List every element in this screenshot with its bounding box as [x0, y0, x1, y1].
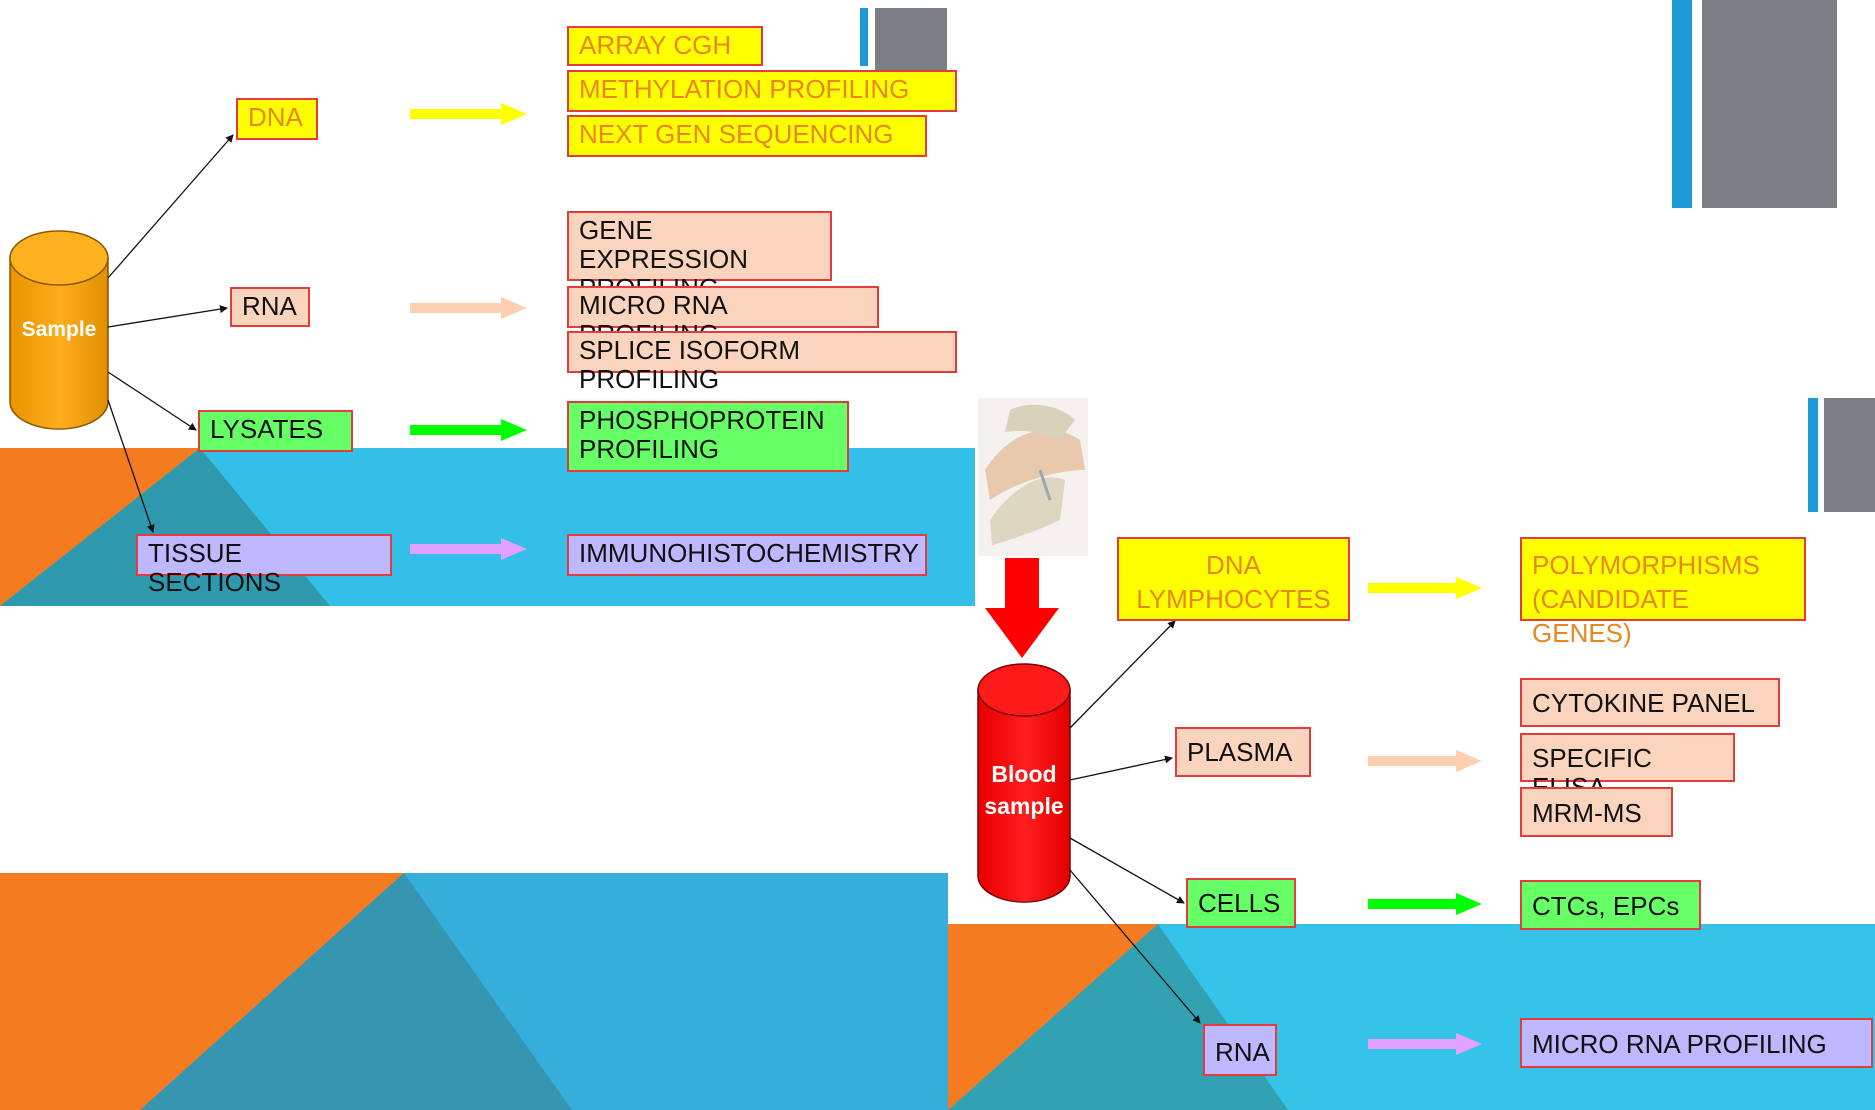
method-micro-rna-profiling: MICRO RNA PROFILING	[567, 286, 879, 349]
background-band-bottom-left	[0, 873, 948, 1110]
method-ctcs-epcs: CTCs, EPCs	[1520, 880, 1701, 930]
connector-sample-tissue-sections	[107, 399, 155, 533]
sample-label: Sample	[21, 318, 97, 341]
tissue-category-lysates: LYSATES	[198, 410, 353, 452]
tissue-category-tissue-sections: TISSUE SECTIONS	[136, 534, 392, 597]
arrow-blood-1	[1368, 750, 1482, 772]
arrow-tissue-0	[410, 103, 527, 125]
connector-blood-dna	[1069, 620, 1176, 729]
connector-sample-lysates	[107, 371, 197, 431]
connector-lines	[107, 134, 1201, 1024]
method-polymorphisms: POLYMORPHISMS (CANDIDATE GENES)	[1520, 537, 1806, 648]
method-next-gen-sequencing: NEXT GEN SEQUENCING	[567, 115, 927, 157]
method-mrm-ms: MRM-MS	[1520, 787, 1673, 837]
connector-sample-dna	[107, 134, 234, 279]
blood-sample-label: Blood sample	[984, 761, 1064, 819]
arrow-tissue-3	[410, 538, 527, 560]
method-phosphoprotein-profiling: PHOSPHOPROTEIN PROFILING	[567, 401, 849, 472]
method-blood-micro-rna-profiling: MICRO RNA PROFILING	[1520, 1018, 1873, 1068]
blood-draw-photo	[978, 398, 1088, 556]
arrow-blood-0	[1368, 577, 1482, 599]
blood-down-arrow	[985, 558, 1059, 658]
connector-blood-rna	[1069, 869, 1201, 1024]
method-gene-expression-profiling: GENE EXPRESSION PROFILING	[567, 211, 832, 303]
accent-bar-large	[1672, 0, 1837, 208]
accent-bar-small	[860, 8, 947, 70]
blood-category-dna-lymphocytes: DNA LYMPHOCYTES	[1117, 537, 1350, 621]
blood-sample-cylinder	[977, 663, 1071, 903]
method-splice-isoform-profiling: SPLICE ISOFORM PROFILING	[567, 331, 957, 394]
blood-category-rna: RNA	[1203, 1024, 1277, 1076]
background-band-bottom-right	[948, 924, 1875, 1110]
connector-blood-plasma	[1069, 755, 1173, 781]
method-immunohistochemistry: IMMUNOHISTOCHEMISTRY	[567, 534, 927, 576]
tissue-category-rna: RNA	[230, 287, 310, 327]
method-specific-elisa: SPECIFIC ELISA	[1520, 733, 1735, 802]
block-arrows	[410, 103, 1482, 1055]
accent-bar-right	[1808, 398, 1875, 512]
connector-sample-rna	[107, 305, 228, 328]
blood-category-plasma: PLASMA	[1175, 727, 1311, 777]
method-array-cgh: ARRAY CGH	[567, 26, 763, 66]
arrow-tissue-1	[410, 297, 527, 319]
method-cytokine-panel: CYTOKINE PANEL	[1520, 678, 1780, 727]
arrow-blood-2	[1368, 893, 1482, 915]
sample-cylinder	[9, 230, 109, 430]
tissue-category-dna: DNA	[236, 98, 318, 140]
method-methylation-profiling: METHYLATION PROFILING	[567, 70, 957, 112]
connector-blood-cells	[1069, 837, 1185, 904]
arrow-tissue-2	[410, 419, 527, 441]
arrow-blood-3	[1368, 1033, 1482, 1055]
blood-category-cells: CELLS	[1186, 878, 1296, 928]
